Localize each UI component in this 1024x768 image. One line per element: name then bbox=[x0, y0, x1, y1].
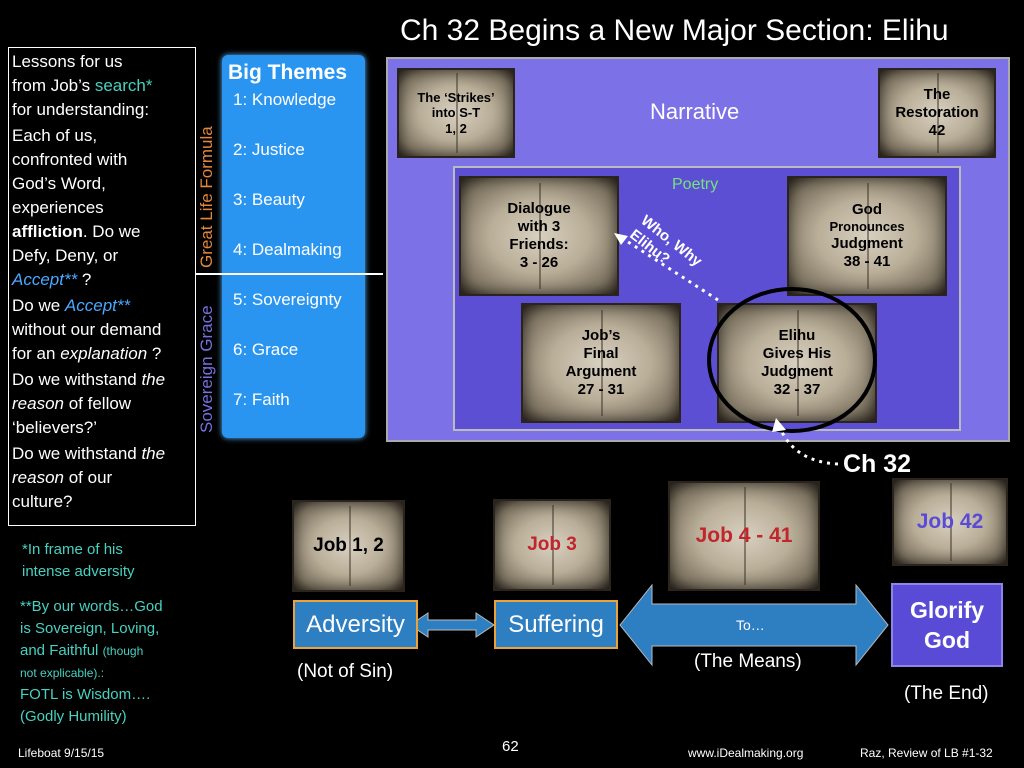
slide-title: Ch 32 Begins a New Major Section: Elihu bbox=[400, 14, 949, 47]
footnote-search: *In frame of his intense adversity bbox=[22, 541, 135, 580]
adversity-suffering-double-arrow bbox=[409, 612, 495, 638]
big-themes-panel: Big Themes 1: Knowledge 2: Justice 3: Be… bbox=[222, 55, 365, 438]
theme-item: 6: Grace bbox=[233, 340, 299, 359]
page-number: 62 bbox=[502, 738, 519, 755]
book-job-3: Job 3 bbox=[493, 499, 611, 591]
lesson-line: reason of fellow bbox=[12, 394, 132, 413]
glorify-god-box: Glorify God bbox=[891, 583, 1003, 667]
lesson-line: ‘believers?’ bbox=[12, 418, 98, 437]
lesson-line: from Job’s search* bbox=[12, 76, 153, 95]
lesson-line: God’s Word, bbox=[12, 174, 106, 193]
theme-item: 1: Knowledge bbox=[233, 90, 337, 109]
lesson-line: Each of us, bbox=[12, 126, 98, 145]
lesson-line: culture? bbox=[12, 492, 73, 511]
narrative-panel: Narrative The ‘Strikes’ into S-T 1, 2 Th… bbox=[386, 57, 1010, 442]
lesson-line: for an explanation ? bbox=[12, 344, 162, 363]
elihu-highlight-ring bbox=[707, 287, 877, 433]
ch32-label: Ch 32 bbox=[843, 450, 912, 478]
book-strikes: The ‘Strikes’ into S-T 1, 2 bbox=[397, 68, 515, 158]
lesson-line: affliction. Do we bbox=[12, 222, 141, 241]
not-of-sin-caption: (Not of Sin) bbox=[297, 661, 394, 682]
poetry-panel: Poetry Dialogue with 3 Friends: 3 - 26 G… bbox=[453, 166, 961, 431]
lesson-line: for understanding: bbox=[12, 100, 150, 119]
lesson-line: Accept** ? bbox=[12, 270, 92, 289]
the-end-caption: (The End) bbox=[904, 683, 989, 704]
theme-item: 5: Sovereignty bbox=[233, 290, 342, 309]
adversity-box: Adversity bbox=[293, 600, 418, 649]
ch32-arrowhead bbox=[772, 418, 786, 432]
footnote-accept: **By our words…God is Sovereign, Loving,… bbox=[20, 598, 163, 725]
lesson-line: confronted with bbox=[12, 150, 128, 169]
the-means-caption: (The Means) bbox=[694, 651, 802, 672]
lesson-line: Lessons for us bbox=[12, 52, 123, 71]
lesson-line: Defy, Deny, or bbox=[12, 246, 119, 265]
poetry-label: Poetry bbox=[672, 176, 719, 193]
theme-item: 2: Justice bbox=[233, 140, 305, 159]
book-restoration: The Restoration 42 bbox=[878, 68, 996, 158]
theme-item: 4: Dealmaking bbox=[233, 240, 342, 259]
book-job-1-2: Job 1, 2 bbox=[292, 500, 405, 592]
lesson-line: experiences bbox=[12, 198, 104, 217]
book-jobs-final: Job’s Final Argument 27 - 31 bbox=[521, 303, 681, 423]
footer-date: Lifeboat 9/15/15 bbox=[18, 746, 105, 760]
book-god-judgment: God Pronounces Judgment 38 - 41 bbox=[787, 176, 947, 296]
lessons-box: Lessons for us from Job’s search* for un… bbox=[8, 47, 196, 526]
to-label: To… bbox=[736, 617, 765, 633]
footer-credit: Raz, Review of LB #1-32 bbox=[860, 746, 993, 760]
narrative-label: Narrative bbox=[650, 99, 740, 124]
lesson-line: Do we Accept** bbox=[12, 296, 131, 315]
who-why-dotted-arrow bbox=[621, 236, 719, 302]
who-why-arrowhead bbox=[614, 233, 628, 245]
themes-divider bbox=[196, 273, 383, 275]
suffering-box: Suffering bbox=[494, 600, 618, 649]
ch32-dotted-arrow bbox=[778, 427, 839, 466]
theme-item: 3: Beauty bbox=[233, 190, 305, 209]
book-elihu: Elihu Gives His Judgment 32 - 37 bbox=[717, 303, 877, 423]
book-job-4-41: Job 4 - 41 bbox=[668, 481, 820, 591]
lesson-line: reason of our bbox=[12, 468, 113, 487]
theme-item: 7: Faith bbox=[233, 390, 290, 409]
to-double-arrow bbox=[619, 583, 889, 667]
book-dialogue: Dialogue with 3 Friends: 3 - 26 bbox=[459, 176, 619, 296]
lesson-line: without our demand bbox=[12, 320, 162, 339]
big-themes-title: Big Themes bbox=[228, 61, 348, 84]
book-job-42: Job 42 bbox=[892, 478, 1008, 566]
lesson-line: Do we withstand the bbox=[12, 370, 166, 389]
lesson-line: Do we withstand the bbox=[12, 444, 166, 463]
footer-url: www.iDealmaking.org bbox=[688, 746, 804, 760]
